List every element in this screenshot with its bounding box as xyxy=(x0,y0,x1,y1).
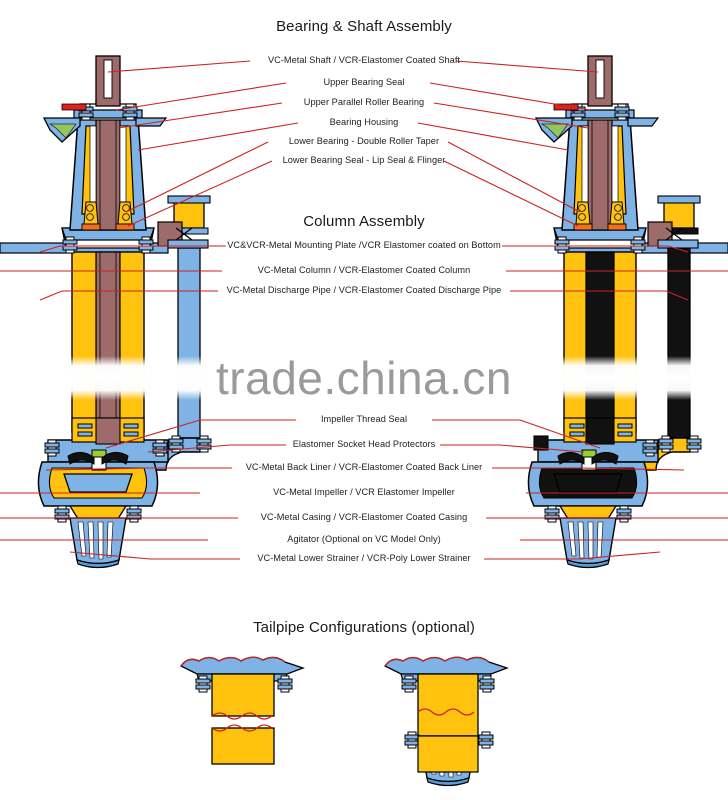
impeller-left xyxy=(63,473,133,493)
callout-agitator: Agitator (Optional on VC Model Only) xyxy=(287,534,441,544)
callout-lower-bearing: Lower Bearing - Double Roller Taper xyxy=(288,136,440,146)
section-title-tailpipe: Tailpipe Configurations (optional) xyxy=(253,619,475,636)
callout-lower-strainer: VC-Metal Lower Strainer / VCR-Poly Lower… xyxy=(257,553,471,563)
callout-mounting-plate: VC&VCR-Metal Mounting Plate /VCR Elastom… xyxy=(227,240,501,250)
leader-lines xyxy=(0,60,728,560)
impeller-right xyxy=(553,473,623,493)
column-liner-right xyxy=(585,251,615,435)
tailpipe-extension-figure xyxy=(180,656,304,765)
callout-casing: VC-Metal Casing / VCR-Elastomer Coated C… xyxy=(260,512,468,522)
callout-discharge-pipe: VC-Metal Discharge Pipe / VCR-Elastomer … xyxy=(226,285,502,295)
agitator-left xyxy=(67,452,95,465)
callout-impeller: VC-Metal Impeller / VCR Elastomer Impell… xyxy=(273,487,455,497)
callout-impeller-thread-seal: Impeller Thread Seal xyxy=(320,414,408,424)
tailpipe-strainer-figure xyxy=(384,656,508,787)
callout-upper-parallel-roller-bearing: Upper Parallel Roller Bearing xyxy=(303,97,425,107)
callout-back-liner: VC-Metal Back Liner / VCR-Elastomer Coat… xyxy=(245,462,483,472)
socket-head-protector-right xyxy=(533,435,549,451)
callout-lower-bearing-seal: Lower Bearing Seal - Lip Seal & Flinger xyxy=(282,155,446,165)
lower-bearing-right xyxy=(573,201,627,231)
callout-socket-head-protectors: Elastomer Socket Head Protectors xyxy=(292,439,436,449)
callout-shaft: VC-Metal Shaft / VCR-Elastomer Coated Sh… xyxy=(267,55,461,65)
callout-bearing-housing: Bearing Housing xyxy=(329,117,399,127)
callout-upper-bearing-seal: Upper Bearing Seal xyxy=(323,77,405,87)
vcr-pump-right-assembly xyxy=(527,55,728,569)
section-title-column: Column Assembly xyxy=(303,213,425,230)
vc-pump-left-assembly xyxy=(0,55,212,569)
callout-column: VC-Metal Column / VCR-Elastomer Coated C… xyxy=(257,265,471,275)
discharge-pipe-right xyxy=(647,195,701,439)
discharge-pipe-left xyxy=(157,195,211,439)
section-title-bearing-shaft: Bearing & Shaft Assembly xyxy=(276,18,452,35)
lower-bearing-left xyxy=(81,201,135,231)
